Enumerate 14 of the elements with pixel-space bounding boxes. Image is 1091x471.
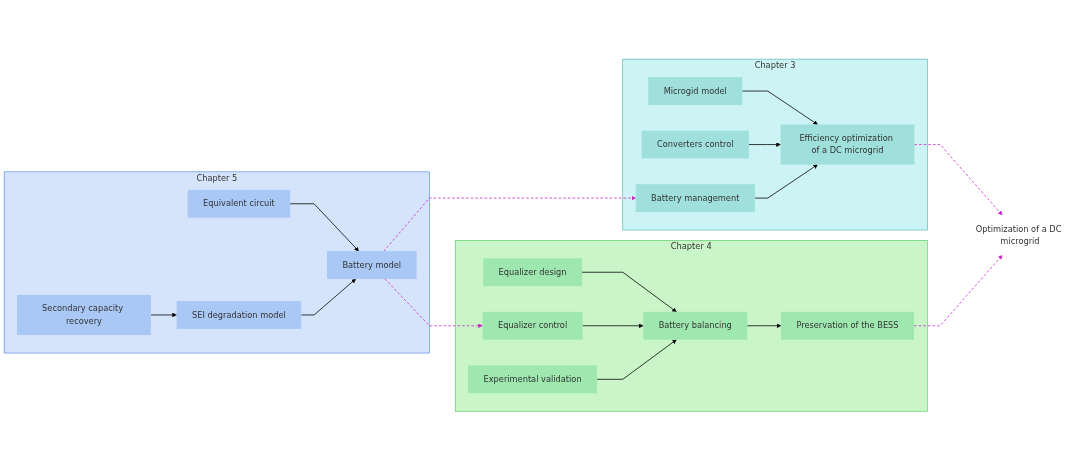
node-box: Experimental validation [468, 365, 598, 394]
node-box: Battery management [635, 184, 755, 213]
node-box: SEI degradation model [176, 301, 302, 330]
node-box: Efficiency optimization of a DC microgrid [780, 124, 915, 165]
node-box: Secondary capacity recovery [17, 295, 151, 336]
node-box: Converters control [641, 131, 749, 159]
node-box: Equivalent circuit [187, 190, 291, 218]
node-box: Battery balancing [643, 312, 748, 340]
node-box: Microgid model [648, 77, 743, 106]
node-box: Battery model [326, 251, 417, 280]
node-box: Equalizer control [482, 312, 583, 340]
node-text: Optimization of a DC microgrid [975, 224, 1062, 247]
node-box: Equalizer design [483, 258, 582, 287]
node-box: Preservation of the BESS [780, 312, 914, 340]
